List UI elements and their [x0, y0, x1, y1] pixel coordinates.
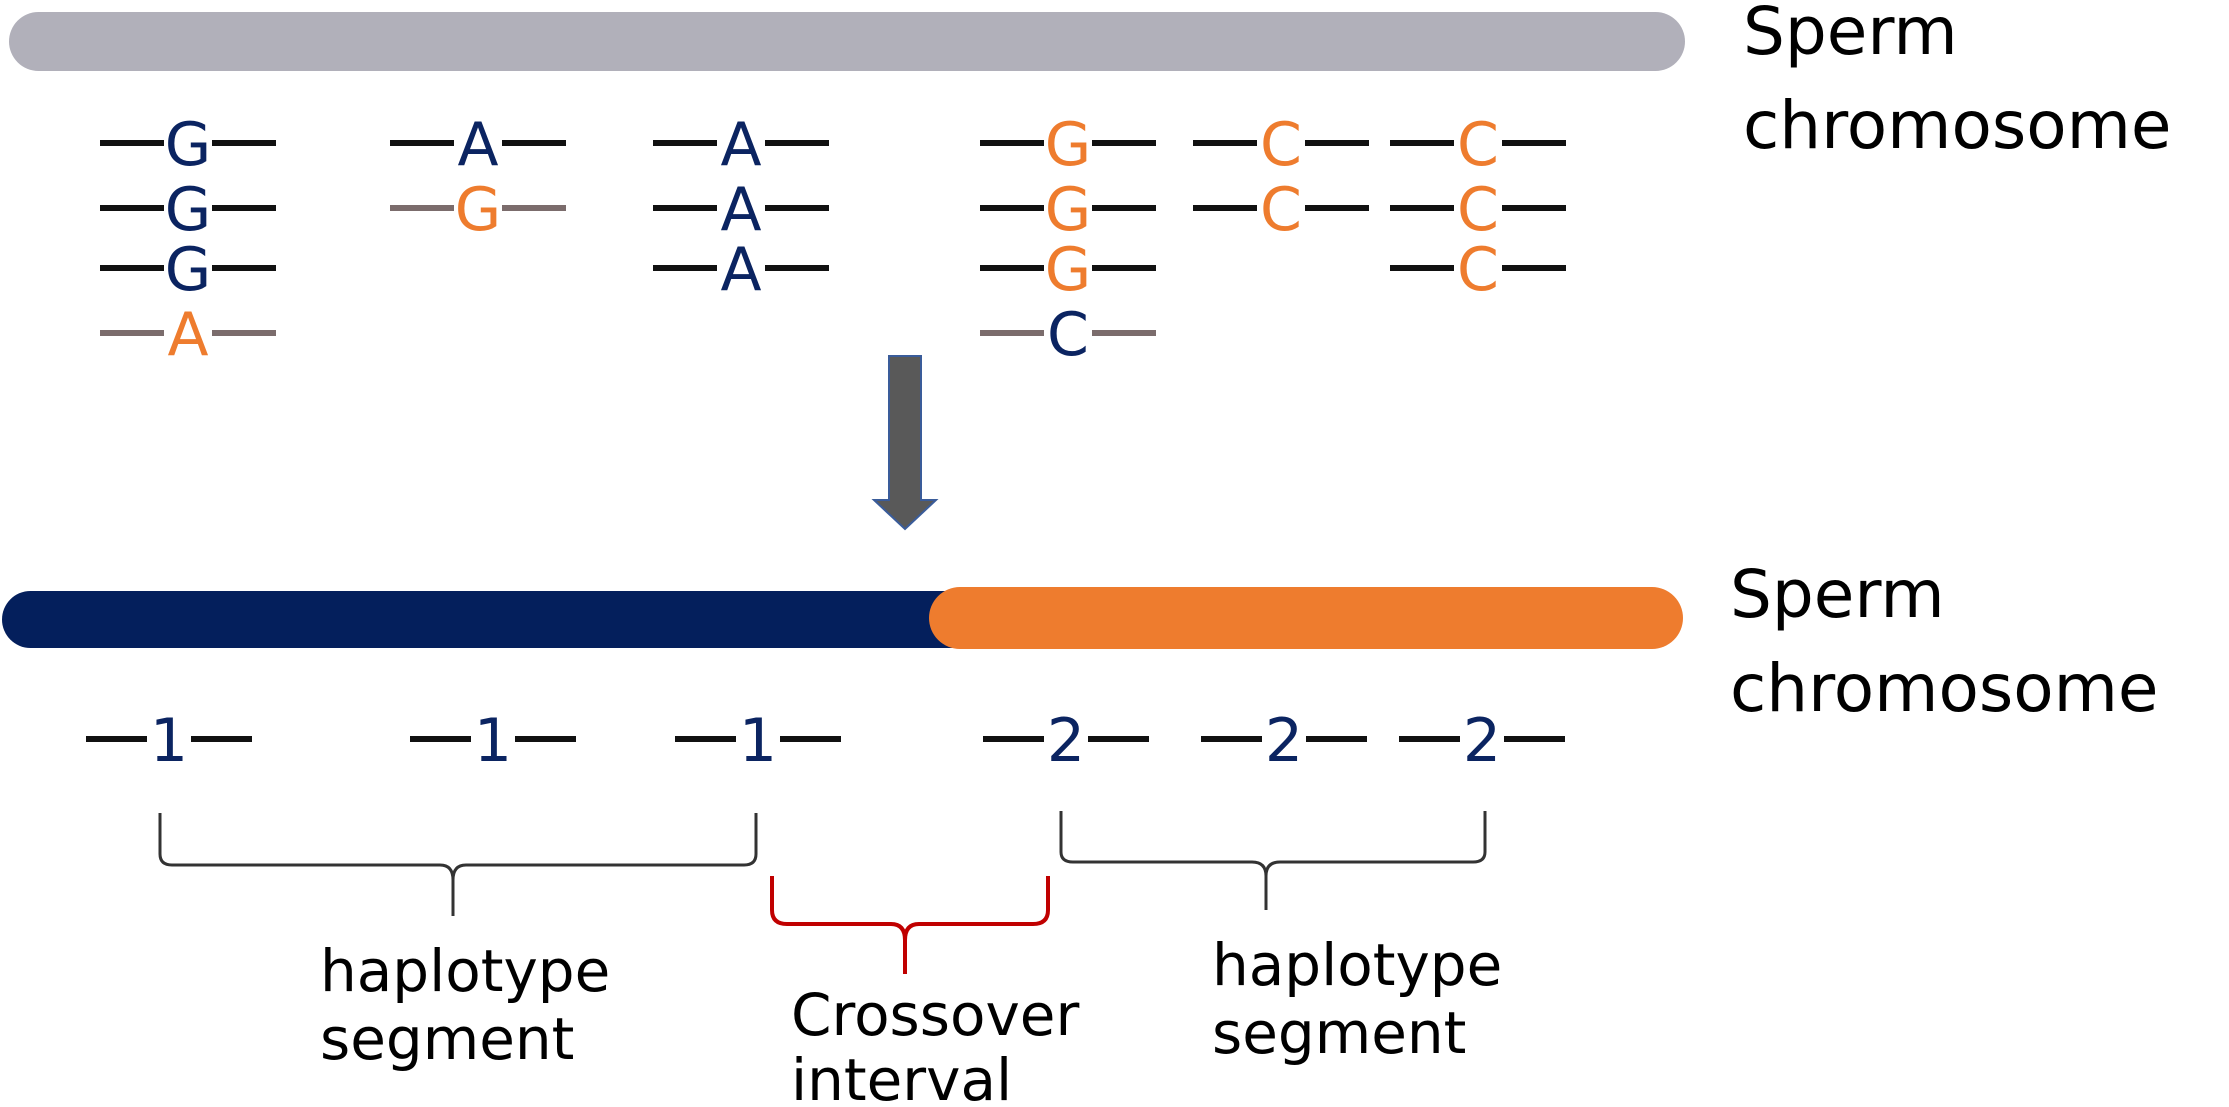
- snp-allele-letter: C: [1260, 175, 1302, 245]
- haplotype-left-label-line2: segment: [320, 1005, 574, 1073]
- crossover-label: Crossover interval: [791, 981, 1079, 1107]
- haplotype-call-number: 2: [1463, 706, 1501, 776]
- bottom-chromosome-orange-segment: [929, 587, 1683, 649]
- snp-allele-letter: G: [1045, 235, 1092, 305]
- haplotype-left-label: haplotype segment: [320, 937, 610, 1073]
- snp-allele-letter: G: [1045, 175, 1092, 245]
- crossover-label-line1: Crossover: [791, 981, 1079, 1049]
- snp-allele-letter: G: [165, 235, 212, 305]
- snp-allele-letter: C: [1260, 110, 1302, 180]
- bottom-chromosome-label: Sperm chromosome: [1730, 556, 2159, 727]
- snp-allele-letter: A: [720, 235, 761, 305]
- snp-allele-letter: G: [165, 110, 212, 180]
- top-chromosome-label-line1: Sperm: [1743, 0, 1958, 70]
- crossover-bracket: [770, 876, 1050, 974]
- haplotype-left-label-line1: haplotype: [320, 937, 610, 1005]
- snp-column: CC: [1193, 110, 1369, 245]
- haplotype-call-number: 1: [474, 706, 512, 776]
- haplotype-right-label-line1: haplotype: [1212, 931, 1502, 999]
- snp-allele-letter: A: [720, 110, 761, 180]
- snp-allele-letter: C: [1457, 175, 1499, 245]
- snp-allele-letter: C: [1457, 110, 1499, 180]
- crossover-label-line2: interval: [791, 1046, 1012, 1107]
- haplotype-call-number: 1: [150, 706, 188, 776]
- haplotype-right-label: haplotype segment: [1212, 931, 1502, 1067]
- snp-column: CCC: [1390, 110, 1566, 305]
- snp-allele-letter: A: [457, 110, 498, 180]
- haplotype-call-number: 2: [1047, 706, 1085, 776]
- snp-allele-letter: G: [165, 175, 212, 245]
- snp-allele-letter: C: [1457, 235, 1499, 305]
- snp-column: AG: [390, 110, 566, 245]
- bottom-chromosome-navy-segment: [2, 591, 996, 648]
- haplotype-right-label-line2: segment: [1212, 999, 1466, 1067]
- haplotype-right-bracket: [1059, 811, 1487, 910]
- bottom-chromosome-label-line1: Sperm: [1730, 556, 1945, 633]
- snp-allele-letter: G: [455, 175, 502, 245]
- bottom-chromosome-label-line2: chromosome: [1730, 650, 2159, 727]
- snp-allele-letter: C: [1047, 300, 1089, 370]
- top-chromosome-label: Sperm chromosome: [1743, 0, 2172, 164]
- down-arrow: [871, 355, 939, 531]
- top-chromosome-label-line2: chromosome: [1743, 87, 2172, 164]
- snp-column: AAA: [653, 110, 829, 305]
- haplotype-left-bracket: [158, 813, 758, 916]
- haplotype-calls: 1 1 1 2 2 2: [86, 706, 1565, 776]
- haplotype-call-number: 2: [1265, 706, 1303, 776]
- bottom-chromosome-bar: [2, 587, 1683, 649]
- haplotype-call-number: 1: [739, 706, 777, 776]
- snp-allele-letter: G: [1045, 110, 1092, 180]
- snp-allele-letter: A: [720, 175, 761, 245]
- top-chromosome-bar: [9, 12, 1685, 71]
- snp-allele-letter: A: [167, 300, 208, 370]
